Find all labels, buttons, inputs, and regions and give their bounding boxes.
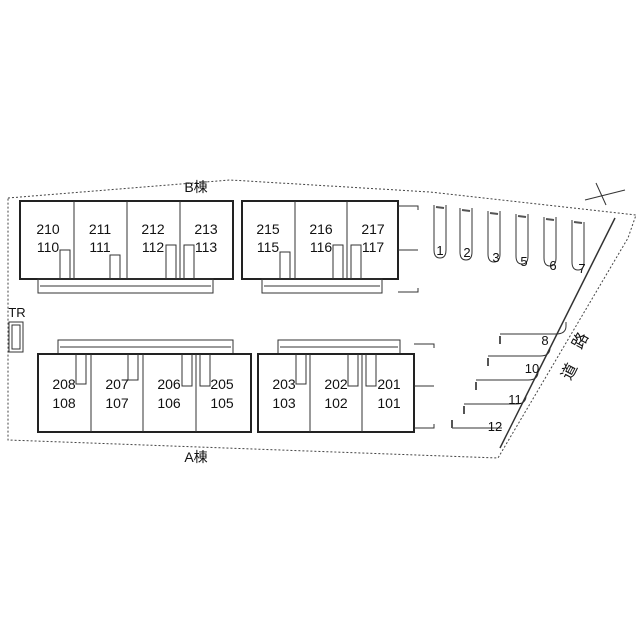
svg-text:103: 103 xyxy=(272,395,296,411)
svg-text:111: 111 xyxy=(89,239,110,255)
svg-text:117: 117 xyxy=(362,239,385,255)
building-b-label: B棟 xyxy=(184,179,207,195)
unit-215-115: 215 115 xyxy=(256,221,280,255)
svg-text:211: 211 xyxy=(89,221,112,237)
unit-208-108: 208 108 xyxy=(52,376,76,411)
unit-205-105: 205 105 xyxy=(210,376,234,411)
svg-text:206: 206 xyxy=(157,376,181,392)
svg-text:212: 212 xyxy=(141,221,165,237)
svg-text:112: 112 xyxy=(142,239,165,255)
svg-text:205: 205 xyxy=(210,376,234,392)
unit-212-112: 212 112 xyxy=(141,221,165,255)
svg-text:113: 113 xyxy=(195,239,218,255)
unit-217-117: 217 117 xyxy=(361,221,385,255)
parking-number: 2 xyxy=(463,245,470,260)
svg-text:110: 110 xyxy=(37,239,60,255)
svg-text:217: 217 xyxy=(361,221,385,237)
unit-216-116: 216 116 xyxy=(309,221,333,255)
parking-number: 6 xyxy=(549,258,556,273)
svg-text:210: 210 xyxy=(36,221,60,237)
parking-number: 10 xyxy=(525,361,539,376)
unit-203-103: 203 103 xyxy=(272,376,296,411)
parking-dividers-upper xyxy=(433,205,585,271)
unit-201-101: 201 101 xyxy=(377,376,401,411)
building-b-left-block xyxy=(19,200,234,294)
north-arrow-icon xyxy=(584,182,626,206)
parking-number: 3 xyxy=(492,250,499,265)
svg-text:202: 202 xyxy=(324,376,348,392)
svg-text:213: 213 xyxy=(194,221,218,237)
building-a-label: A棟 xyxy=(184,449,207,465)
svg-text:107: 107 xyxy=(105,395,129,411)
svg-text:106: 106 xyxy=(157,395,181,411)
parking-number: 5 xyxy=(520,254,527,269)
road-label-2: 路 xyxy=(569,329,592,352)
parking-number: 11 xyxy=(508,392,522,407)
parking-number: 7 xyxy=(578,261,585,276)
building-a-left-block xyxy=(37,339,252,433)
unit-202-102: 202 102 xyxy=(324,376,348,411)
parking-dividers-lower xyxy=(451,322,567,429)
unit-206-106: 206 106 xyxy=(157,376,181,411)
svg-text:105: 105 xyxy=(210,395,234,411)
building-a-right-block xyxy=(257,339,435,433)
svg-text:102: 102 xyxy=(324,395,348,411)
unit-210-110: 210 110 xyxy=(36,221,60,255)
svg-text:215: 215 xyxy=(256,221,280,237)
svg-text:208: 208 xyxy=(52,376,76,392)
unit-211-111: 211 111 xyxy=(89,221,112,255)
svg-text:101: 101 xyxy=(377,395,401,411)
svg-text:115: 115 xyxy=(257,239,280,255)
site-boundary xyxy=(7,179,637,459)
svg-text:116: 116 xyxy=(310,239,333,255)
parking-number: 1 xyxy=(436,243,443,258)
road-edge xyxy=(499,217,616,449)
svg-text:203: 203 xyxy=(272,376,296,392)
unit-207-107: 207 107 xyxy=(105,376,129,411)
unit-213-113: 213 113 xyxy=(194,221,218,255)
svg-text:201: 201 xyxy=(377,376,401,392)
svg-text:207: 207 xyxy=(105,376,129,392)
tr-label: TR xyxy=(8,305,25,320)
parking-number: 12 xyxy=(488,419,502,434)
parking-number: 8 xyxy=(541,333,548,348)
building-b-right-block xyxy=(241,200,419,294)
svg-text:216: 216 xyxy=(309,221,333,237)
svg-text:108: 108 xyxy=(52,395,76,411)
transformer-box xyxy=(8,321,24,353)
road-label-1: 道 xyxy=(558,360,581,383)
